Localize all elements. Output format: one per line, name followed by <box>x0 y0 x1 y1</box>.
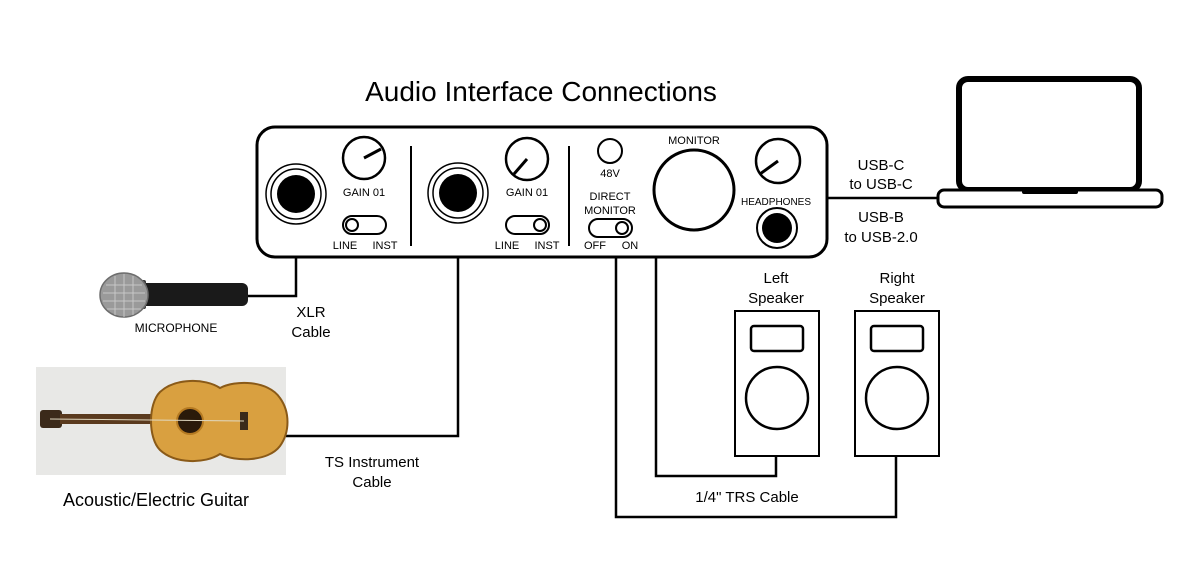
left-speaker-label-1: Left <box>763 270 789 287</box>
gain-label-1: GAIN 01 <box>343 187 385 199</box>
line-inst-switch-2-knob <box>533 218 547 232</box>
trs-cable-label: 1/4" TRS Cable <box>695 489 798 506</box>
audio-interface: GAIN 01 LINE INST GAIN 01 LINE INST 48V … <box>255 125 829 259</box>
monitor-section: 48V DIRECT MONITOR OFF ON MONITOR HEADPH… <box>584 135 811 252</box>
inst-label-2: INST <box>534 240 559 252</box>
laptop-icon <box>936 76 1164 209</box>
left-speaker: Left Speaker <box>734 270 820 457</box>
usb-c-label-1: USB-C <box>858 157 905 174</box>
guitar-label: Acoustic/Electric Guitar <box>63 490 249 510</box>
microphone-grille-mesh <box>103 274 145 317</box>
ts-instrument-cable <box>285 198 460 438</box>
monitor-knob[interactable] <box>652 148 736 232</box>
microphone-icon <box>99 272 248 318</box>
left-speaker-woofer <box>744 365 810 431</box>
left-speaker-label-2: Speaker <box>748 290 804 307</box>
monitor-label: MONITOR <box>668 135 720 147</box>
channel-1: GAIN 01 LINE INST <box>265 135 398 252</box>
line-label-2: LINE <box>495 240 519 252</box>
headphones-knob-pointer <box>759 159 779 176</box>
line-inst-switch-1-knob <box>345 218 359 232</box>
diagram-title: Audio Interface Connections <box>365 76 717 107</box>
microphone-label: MICROPHONE <box>135 321 218 335</box>
headphones-jack[interactable] <box>762 213 792 243</box>
direct-monitor-label-2: MONITOR <box>584 205 636 217</box>
ts-cable-label-1: TS Instrument <box>325 454 420 471</box>
combo-input-1[interactable] <box>277 175 315 213</box>
direct-monitor-switch-knob <box>615 221 629 235</box>
line-label-1: LINE <box>333 240 357 252</box>
gain-knob-2-pointer <box>512 158 529 175</box>
guitar-strings <box>49 418 245 422</box>
ts-cable-label-2: Cable <box>352 474 391 491</box>
laptop-trackpad-notch <box>1022 189 1078 194</box>
right-speaker-tweeter <box>869 324 925 353</box>
xlr-label-2: Cable <box>291 324 330 341</box>
right-speaker-woofer <box>864 365 930 431</box>
usb-b-label-2: to USB-2.0 <box>844 229 917 246</box>
cables <box>246 196 938 519</box>
gain-label-2: GAIN 01 <box>506 187 548 199</box>
headphones-label: HEADPHONES <box>741 197 811 208</box>
direct-monitor-on-label: ON <box>622 240 639 252</box>
usb-c-label-2: to USB-C <box>849 176 913 193</box>
xlr-label-1: XLR <box>296 304 325 321</box>
inst-label-1: INST <box>372 240 397 252</box>
phantom-power-label: 48V <box>600 168 620 180</box>
combo-input-2[interactable] <box>439 174 477 212</box>
guitar-neck <box>60 414 170 424</box>
microphone-handle <box>140 283 248 306</box>
trs-cable-left <box>654 257 778 478</box>
direct-monitor-label-1: DIRECT <box>590 191 631 203</box>
left-speaker-tweeter <box>749 324 805 353</box>
channel-2: GAIN 01 LINE INST <box>427 136 560 252</box>
trs-cable-right <box>614 257 898 519</box>
gain-knob-1-pointer <box>363 147 382 160</box>
right-speaker-label-1: Right <box>879 270 915 287</box>
phantom-power-button[interactable] <box>597 138 623 164</box>
guitar-icon <box>36 367 289 475</box>
direct-monitor-off-label: OFF <box>584 240 606 252</box>
usb-b-label-1: USB-B <box>858 209 904 226</box>
right-speaker: Right Speaker <box>854 270 940 457</box>
laptop-screen <box>956 76 1142 193</box>
right-speaker-label-2: Speaker <box>869 290 925 307</box>
